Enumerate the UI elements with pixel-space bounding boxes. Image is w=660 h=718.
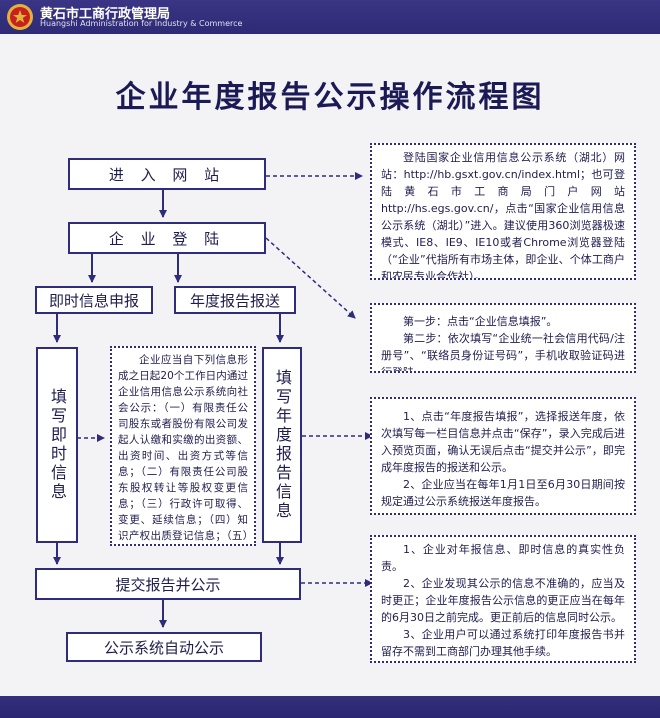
note-login-steps: 第一步：点击“企业信息填报”。 第二步：依次填写“企业统一社会信用代码/注册号”… [370, 303, 636, 373]
page-title: 企业年度报告公示操作流程图 [115, 80, 545, 115]
note-site-info-text: 登陆国家企业信用信息公示系统（湖北）网站：http://hb.gsxt.gov.… [381, 151, 625, 280]
note-annual-step-2: 2、企业应当在每年1月1日至6月30日期间按规定通过公示系统报送年度报告。 [381, 478, 625, 508]
step-fill-annual-label: 填写年度报告信息 [273, 369, 292, 521]
note-responsibility-3: 3、企业用户可以通过系统打印年度报告书并留存不需到工商部门办理其他手续。 [381, 628, 625, 658]
step-instant-report: 即时信息申报 [35, 286, 153, 314]
note-login-step-1: 第一步：点击“企业信息填报”。 [403, 315, 558, 328]
step-login: 企 业 登 陆 [68, 222, 266, 254]
step-auto-publish: 公示系统自动公示 [66, 632, 262, 662]
step-fill-annual: 填写年度报告信息 [262, 347, 302, 543]
note-login-step-2: 第二步：依次填写“企业统一社会信用代码/注册号”、“联络员身份证号码”，手机收取… [381, 332, 625, 373]
step-enter-site-label: 进 入 网 站 [108, 165, 226, 184]
footer-bar [0, 696, 660, 718]
header-bar: 黄石市工商行政管理局 Huangshi Administration for I… [0, 0, 660, 34]
step-fill-instant: 填写即时信息 [36, 347, 78, 543]
org-name-en: Huangshi Administration for Industry & C… [40, 19, 243, 28]
note-annual-step-1: 1、点击“年度报告填报”，选择报送年度，依次填写每一栏目信息并点击“保存”，录入… [381, 410, 625, 474]
note-responsibility: 1、企业对年报信息、即时信息的真实性负责。 2、企业发现其公示的信息不准确的，应… [370, 535, 636, 663]
step-submit: 提交报告并公示 [35, 568, 301, 600]
note-instant-info-text: 企业应当自下列信息形成之日起20个工作日内通过企业信用信息公示系统向社会公示：（… [118, 354, 248, 542]
step-annual-report-label: 年度报告报送 [189, 291, 280, 310]
note-site-info: 登陆国家企业信用信息公示系统（湖北）网站：http://hb.gsxt.gov.… [370, 143, 636, 280]
note-instant-info: 企业应当自下列信息形成之日起20个工作日内通过企业信用信息公示系统向社会公示：（… [110, 346, 256, 546]
note-responsibility-2: 2、企业发现其公示的信息不准确的，应当及时更正；企业年度报告公示信息的更正应当在… [381, 577, 625, 624]
step-instant-report-label: 即时信息申报 [48, 291, 139, 310]
note-annual-steps: 1、点击“年度报告填报”，选择报送年度，依次填写每一栏目信息并点击“保存”，录入… [370, 397, 636, 515]
org-name: 黄石市工商行政管理局 [40, 7, 171, 22]
step-login-label: 企 业 登 陆 [108, 229, 226, 248]
step-enter-site: 进 入 网 站 [68, 158, 266, 190]
step-auto-publish-label: 公示系统自动公示 [103, 638, 224, 657]
step-fill-instant-label: 填写即时信息 [48, 388, 67, 502]
emblem-icon [7, 4, 33, 30]
dash-arrow-login-steps [265, 237, 356, 319]
note-responsibility-1: 1、企业对年报信息、即时信息的真实性负责。 [381, 543, 625, 573]
step-submit-label: 提交报告并公示 [115, 575, 221, 594]
step-annual-report: 年度报告报送 [174, 286, 296, 314]
